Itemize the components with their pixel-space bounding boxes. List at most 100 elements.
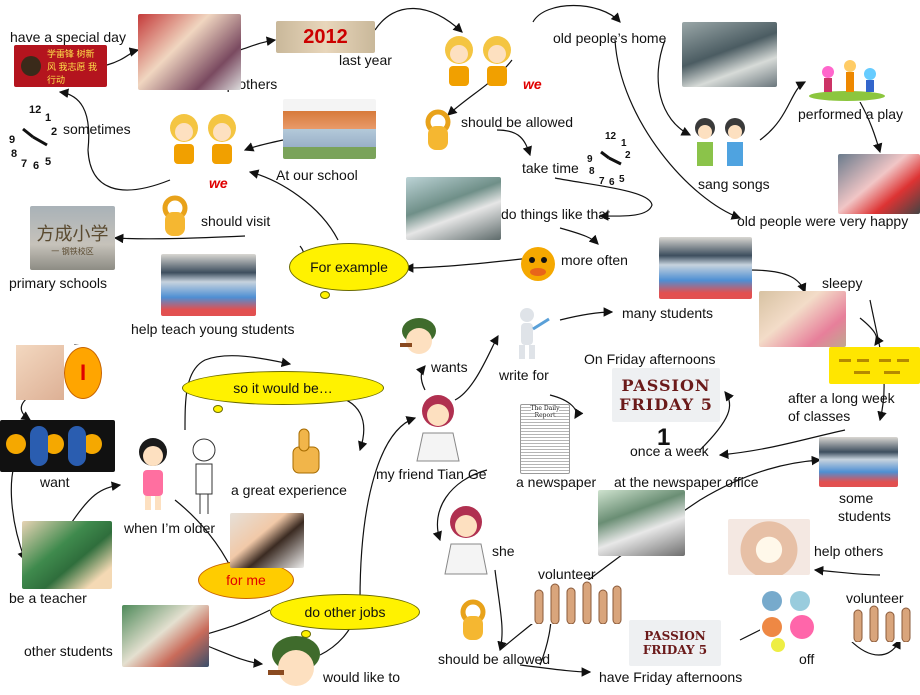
classroom-photo-right bbox=[659, 237, 752, 299]
svg-text:7: 7 bbox=[21, 158, 27, 170]
label-should-be-allowed-top: should be allowed bbox=[461, 114, 574, 130]
girl-outline-icon bbox=[188, 436, 220, 516]
svg-text:9: 9 bbox=[9, 134, 15, 146]
i-oval: I bbox=[64, 347, 102, 399]
svg-text:7: 7 bbox=[599, 176, 605, 186]
label-on-friday-afternoons: On Friday afternoons bbox=[584, 351, 716, 367]
two-kids-top bbox=[435, 28, 525, 92]
label-have-friday-afternoons: have Friday afternoons bbox=[599, 669, 743, 685]
singing-kids-cartoon bbox=[687, 110, 755, 174]
label-write-for: write for bbox=[499, 367, 549, 383]
help-others-photo bbox=[138, 14, 241, 90]
svg-text:9: 9 bbox=[587, 154, 593, 165]
cloud-for-example: For example bbox=[289, 243, 409, 299]
newspaper-office-photo bbox=[598, 490, 685, 556]
svg-text:5: 5 bbox=[619, 174, 625, 185]
label-have-special-day: have a special day bbox=[10, 29, 126, 45]
raised-hands-right bbox=[848, 604, 920, 643]
label-of-classes: of classes bbox=[788, 408, 851, 424]
label-students: students bbox=[838, 508, 891, 524]
thumbs-up-icon bbox=[283, 421, 331, 481]
svg-text:2: 2 bbox=[51, 126, 57, 138]
label-she: she bbox=[492, 543, 515, 559]
friday-5-logo-top: PASSION FRIDAY 5 bbox=[612, 368, 720, 422]
tian-ge-girl-icon bbox=[415, 393, 461, 463]
label-once-a-week: once a week bbox=[630, 443, 709, 459]
sleepy-girl-photo bbox=[759, 291, 846, 347]
label-take-time: take time bbox=[522, 160, 579, 176]
label-performed-a-play: performed a play bbox=[798, 106, 904, 122]
friday-5-logo-bottom: PASSION FRIDAY 5 bbox=[629, 620, 721, 666]
svg-text:12: 12 bbox=[29, 104, 41, 116]
label-after-long-week: after a long week bbox=[788, 390, 895, 406]
ok-hand-icon-bottom bbox=[455, 596, 491, 644]
sleepy-faces-image bbox=[829, 347, 920, 384]
year-2012-image: 2012 bbox=[276, 21, 375, 53]
label-a-newspaper: a newspaper bbox=[516, 474, 597, 490]
soldier-boy-icon-bottom bbox=[262, 634, 324, 690]
cloud-do-other-jobs: do other jobs bbox=[270, 594, 420, 638]
performed-play-cartoon bbox=[806, 52, 888, 102]
volunteer-banner-image: 学雷锋 树新风 我志愿 我行动 bbox=[14, 45, 107, 87]
label-primary-schools: primary schools bbox=[9, 275, 108, 291]
label-help-teach: help teach young students bbox=[131, 321, 295, 337]
do-things-photo bbox=[406, 177, 501, 240]
label-should-be-allowed-bottom: should be allowed bbox=[438, 651, 551, 667]
label-we-left: we bbox=[209, 175, 228, 191]
classroom-photo-left bbox=[161, 254, 256, 316]
label-at-our-school: At our school bbox=[276, 167, 358, 183]
label-number-one: 1 bbox=[657, 424, 671, 451]
happy-old-people-photo bbox=[838, 154, 920, 214]
svg-text:6: 6 bbox=[33, 160, 39, 171]
other-students-photo bbox=[122, 605, 209, 667]
svg-text:1: 1 bbox=[621, 138, 627, 149]
girl-writing-i-image: I bbox=[16, 345, 112, 400]
primary-school-sign: 方成小学一 钢铁校区 bbox=[30, 206, 115, 270]
svg-text:6: 6 bbox=[609, 177, 615, 186]
label-be-a-teacher: be a teacher bbox=[9, 590, 87, 606]
label-old-people-happy: old people were very happy bbox=[737, 213, 909, 229]
label-last-year: last year bbox=[339, 52, 392, 68]
label-sleepy: sleepy bbox=[822, 275, 863, 291]
label-sang-songs: sang songs bbox=[698, 176, 770, 192]
svg-text:5: 5 bbox=[45, 156, 51, 168]
raised-hands-middle bbox=[527, 580, 627, 625]
svg-text:8: 8 bbox=[589, 166, 595, 177]
thinking-heads-image bbox=[0, 420, 115, 472]
label-want: want bbox=[40, 474, 70, 490]
label-do-things-like-that: do things like that bbox=[501, 206, 610, 222]
closed-signs-image bbox=[760, 589, 820, 653]
label-newspaper-office: at the newspaper office bbox=[614, 474, 759, 490]
svg-text:2: 2 bbox=[625, 150, 631, 161]
newspaper-image: The Daily Report bbox=[520, 404, 570, 474]
label-should-visit: should visit bbox=[201, 213, 271, 229]
label-off: off bbox=[799, 651, 815, 667]
label-more-often: more often bbox=[561, 252, 628, 268]
helping-hands-photo bbox=[728, 519, 810, 575]
label-other-students: other students bbox=[24, 643, 113, 659]
label-old-peoples-home: old people’s home bbox=[553, 30, 667, 46]
label-great-experience: a great experience bbox=[231, 482, 347, 498]
label-my-friend: my friend Tian Ge bbox=[376, 466, 487, 482]
label-wants: wants bbox=[431, 359, 468, 375]
teacher-cartoon bbox=[22, 521, 112, 589]
svg-text:12: 12 bbox=[605, 131, 617, 142]
label-would-like-to: would like to bbox=[323, 669, 401, 685]
label-volunteer-middle: volunteer bbox=[538, 566, 596, 582]
label-we-top: we bbox=[523, 76, 542, 92]
label-when-older: when I’m older bbox=[124, 520, 216, 536]
she-girl-icon bbox=[441, 504, 491, 576]
soldier-boy-icon-top bbox=[398, 315, 440, 361]
label-many-students: many students bbox=[622, 305, 714, 321]
label-help-others-bottom: help others bbox=[814, 543, 884, 559]
label-some: some bbox=[839, 490, 874, 506]
svg-text:8: 8 bbox=[11, 148, 17, 160]
ok-hand-icon-top bbox=[420, 104, 456, 154]
girl-writing-photo bbox=[230, 513, 304, 568]
label-sometimes: sometimes bbox=[63, 121, 131, 137]
label-volunteer-right: volunteer bbox=[846, 590, 904, 606]
old-peoples-home-photo bbox=[682, 22, 777, 87]
